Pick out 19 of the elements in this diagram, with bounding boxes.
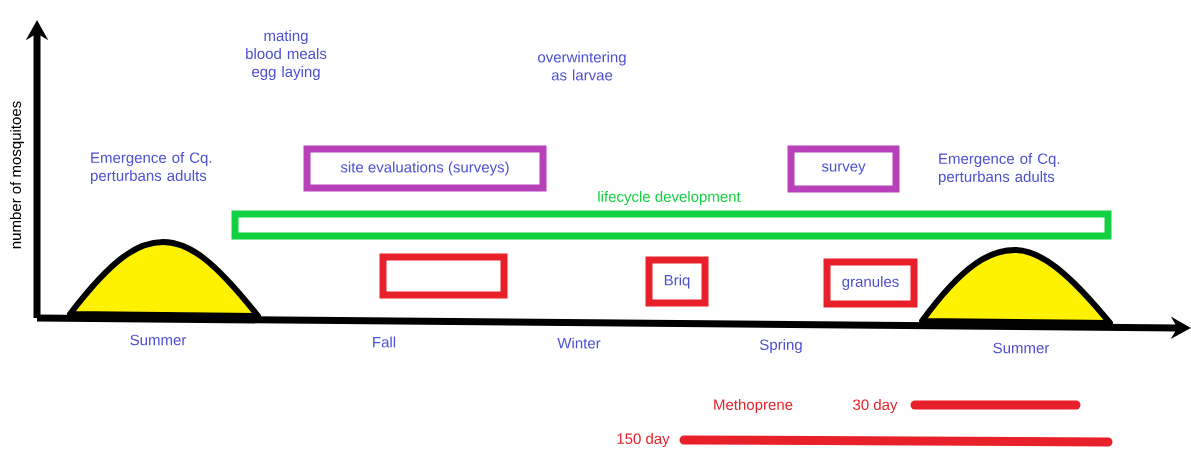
season-label: Winter [557, 337, 601, 349]
duration-label: 150 day [617, 433, 670, 447]
treatment-box: granules [823, 258, 918, 308]
annotation-text: mating blood meals egg laying [246, 30, 327, 80]
annotation-text: overwintering as larvae [538, 51, 626, 81]
drug-label: Methoprene [714, 399, 793, 413]
treatment-box: Briq [645, 256, 709, 307]
season-label: Spring [760, 339, 802, 353]
duration-label: 30 day [853, 399, 898, 413]
annotation-text: Emergence of Cq. perturbans adults [91, 152, 212, 184]
survey-box: survey [787, 145, 900, 193]
bar-heading: lifecycle development [598, 191, 741, 205]
annotation-text: Emergence of Cq. perturbans adults [938, 153, 1060, 185]
season-label: Fall [373, 336, 396, 348]
season-label: Summer [993, 342, 1050, 354]
treatment-box [379, 253, 508, 299]
season-label: Summer [130, 334, 187, 346]
survey-box: site evaluations (surveys) [303, 145, 547, 192]
axis-label: number of mosquitoes [10, 101, 24, 249]
